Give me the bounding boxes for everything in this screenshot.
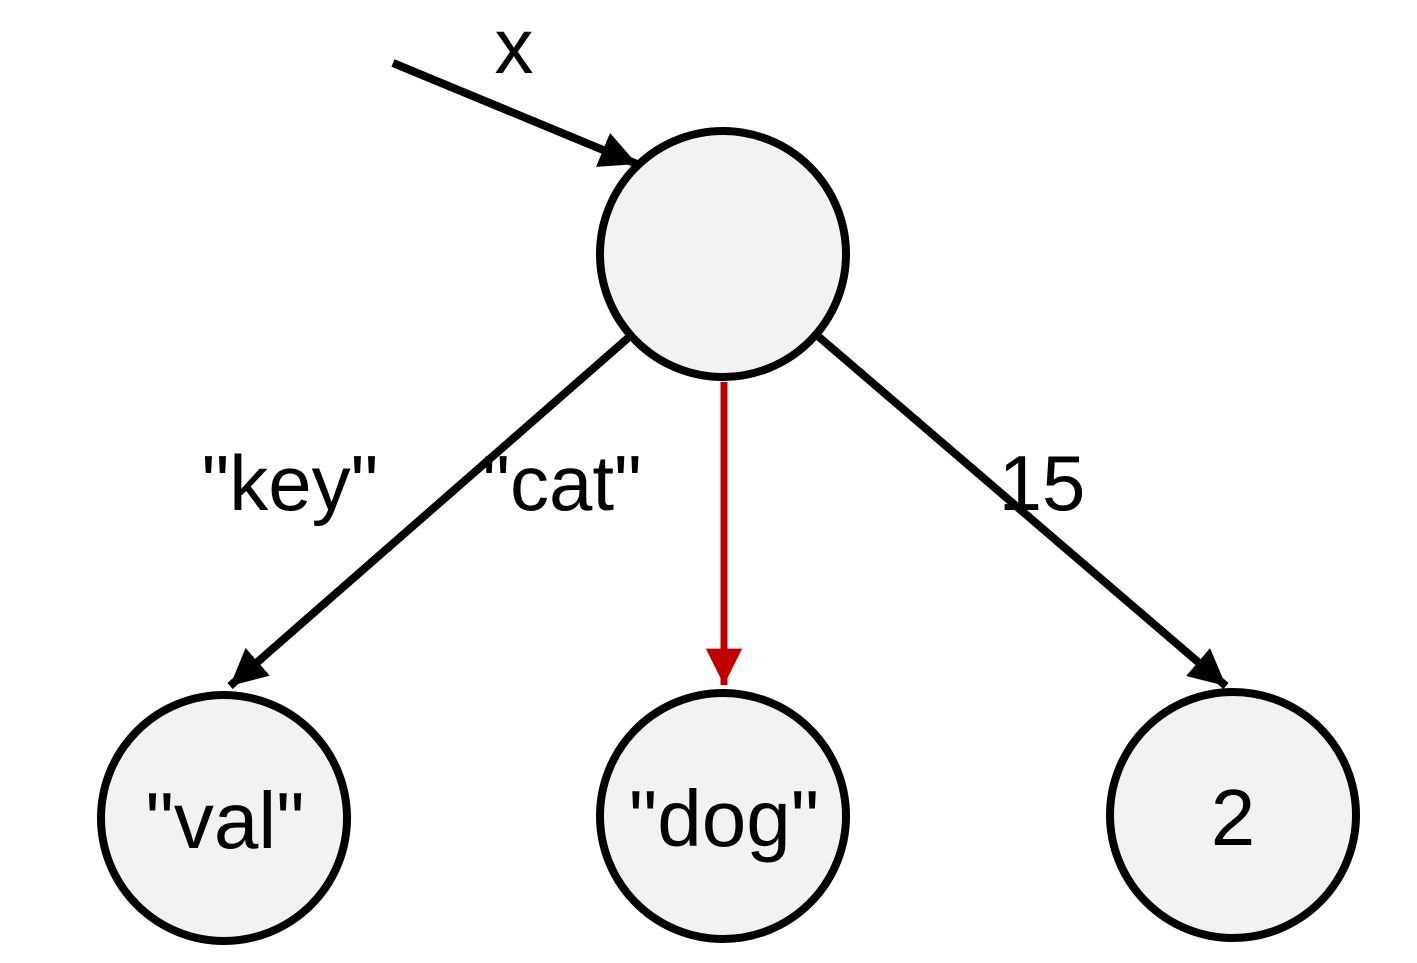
edge-key-label: "key" [202, 439, 379, 527]
pointer-x-label: x [495, 2, 534, 90]
edge-15-label: 15 [999, 439, 1086, 527]
node-2 [1106, 688, 1360, 942]
pointer-x-arrow [391, 59, 639, 168]
node-val-label: "val" [145, 776, 304, 865]
node-dog-label: "dog" [629, 774, 819, 863]
edge-key-arrow [227, 334, 631, 690]
edge-15-arrow [816, 333, 1229, 690]
edge-cat-label: "cat" [482, 439, 641, 527]
node-root [596, 127, 850, 381]
node-2-label: 2 [1211, 773, 1256, 862]
node-val [97, 691, 351, 945]
node-dog [596, 689, 850, 943]
